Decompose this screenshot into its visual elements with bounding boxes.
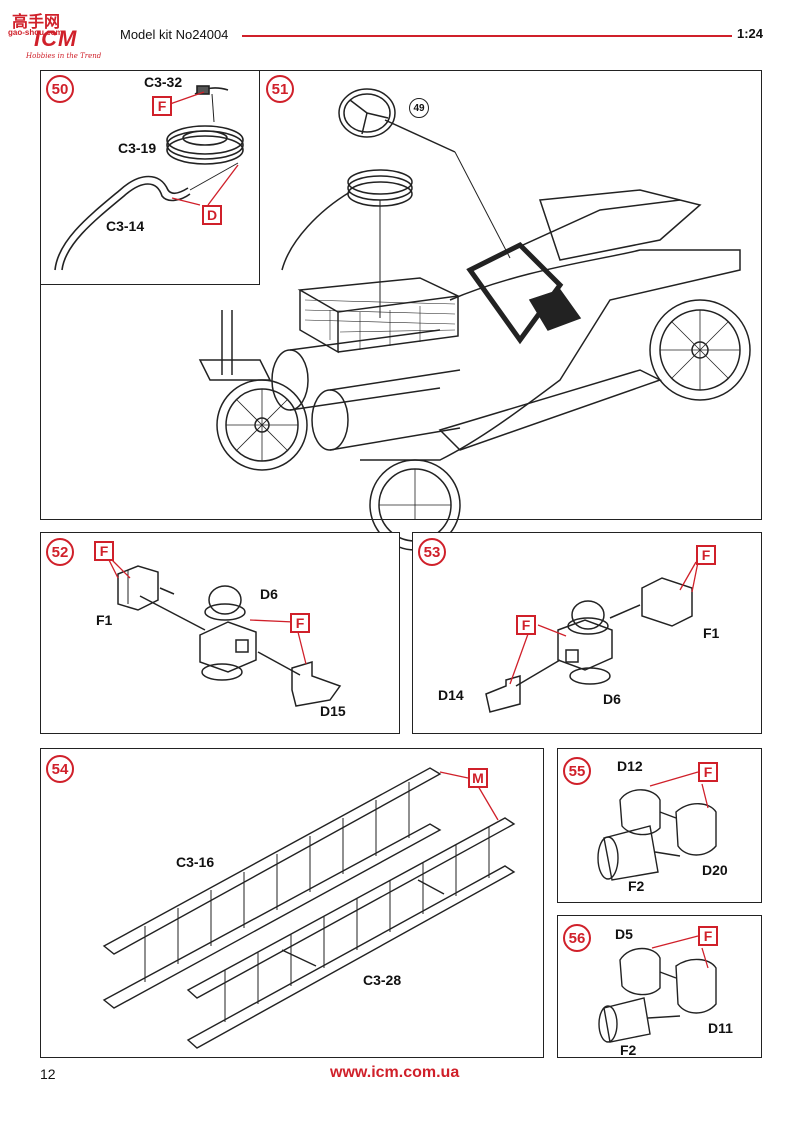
website-link[interactable]: www.icm.com.ua	[330, 1064, 460, 1081]
step-56-label-d11: D11	[708, 1020, 733, 1036]
panel-step-50	[40, 70, 260, 285]
step-51-number: 51	[266, 75, 294, 103]
step-53-flag-f-1: F	[696, 545, 716, 565]
step-52-label-f1: F1	[96, 612, 113, 628]
logo-sub-text: gao-shou.com	[8, 28, 63, 37]
step-54-label-c3-16: C3-16	[176, 854, 215, 870]
step-55-label-f2: F2	[628, 878, 645, 894]
step-50-flag-f: F	[152, 96, 172, 116]
step-53-number: 53	[418, 538, 446, 566]
step-50-number: 50	[46, 75, 74, 103]
step-53-label-f1: F1	[703, 625, 720, 641]
step-56-flag-f: F	[698, 926, 718, 946]
model-kit-title: Model kit No24004	[120, 27, 229, 42]
logo-top-text: 高手网	[12, 12, 61, 31]
step-52-label-d15: D15	[320, 703, 346, 719]
step-54-number: 54	[46, 755, 74, 783]
panel-step-54	[40, 748, 544, 1058]
page-number: 12	[40, 1066, 56, 1082]
step-50-label-c3-19: C3-19	[118, 140, 157, 156]
step-53-label-d6: D6	[603, 691, 621, 707]
step-56-label-f2: F2	[620, 1042, 637, 1058]
step-52-flag-f-2: F	[290, 613, 310, 633]
step-50-label-c3-14: C3-14	[106, 218, 145, 234]
step-55-number: 55	[563, 757, 591, 785]
step-55-flag-f: F	[698, 762, 718, 782]
step-53-label-d14: D14	[438, 687, 464, 703]
step-54-label-c3-28: C3-28	[363, 972, 402, 988]
step-54-flag-m: M	[468, 768, 488, 788]
step-55-label-d12: D12	[617, 758, 643, 774]
step-50-label-c3-32: C3-32	[144, 74, 183, 90]
step-55-label-d20: D20	[702, 862, 728, 878]
step-52-flag-f-1: F	[94, 541, 114, 561]
logo-tagline: Hobbies in the Trend	[26, 52, 102, 60]
header-rule	[242, 35, 732, 37]
step-50-flag-d: D	[202, 205, 222, 225]
scale-label: 1:24	[737, 26, 764, 41]
step-56-label-d5: D5	[615, 926, 633, 942]
step-53-flag-f-2: F	[516, 615, 536, 635]
step-52-label-d6: D6	[260, 586, 278, 602]
step-52-number: 52	[46, 538, 74, 566]
step-56-number: 56	[563, 924, 591, 952]
panel-step-52	[40, 532, 400, 734]
logo: 高手网 gao-shou.com ICM Hobbies in the Tren…	[6, 6, 102, 62]
step-51-ref-circle: 49	[409, 98, 429, 118]
logo-main-text: ICM	[34, 26, 78, 51]
